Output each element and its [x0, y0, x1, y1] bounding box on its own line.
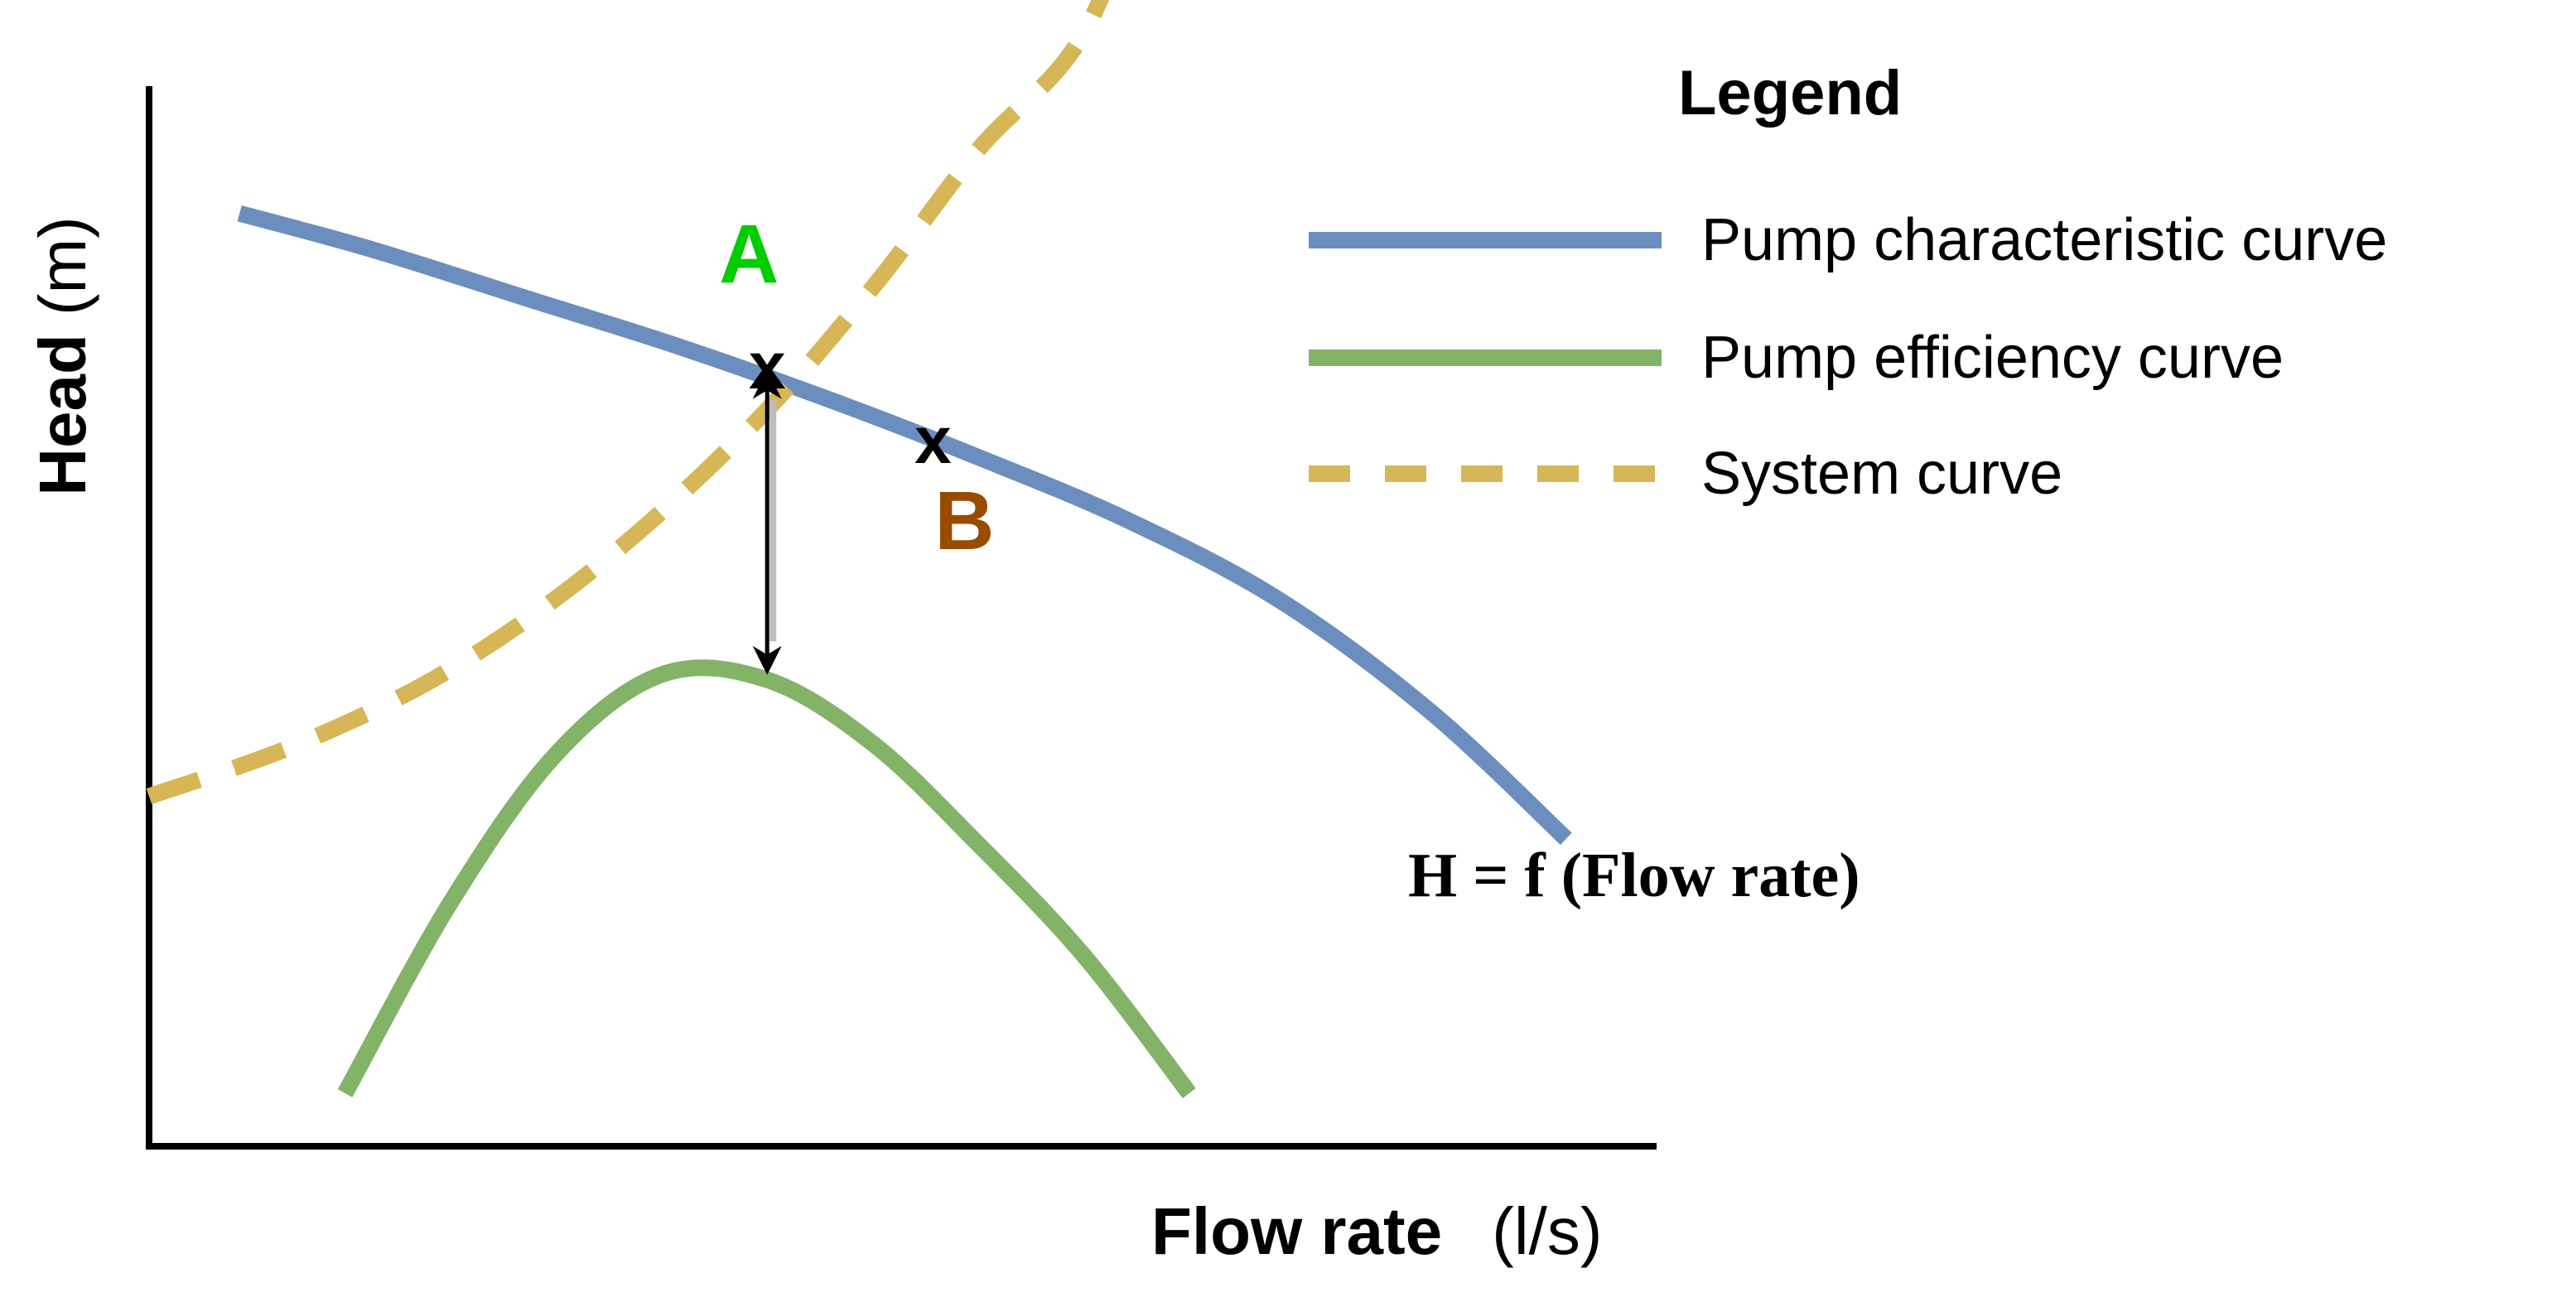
series-pump-characteristic-curve [237, 205, 1572, 846]
legend-title: Legend [1678, 58, 1902, 128]
legend-label-pump-characteristic-curve: Pump characteristic curve [1701, 207, 2387, 273]
legend-label-system-curve: System curve [1701, 441, 2062, 507]
efficiency-arrow [752, 369, 782, 675]
y-axis-label-unit: (m) [26, 216, 99, 316]
y-axis-label: Head (m) [26, 216, 99, 496]
curve-annotation: H = f (Flow rate) [1408, 841, 1860, 910]
point-b-label: B [934, 475, 994, 567]
x-axis-label-bold: Flow rate [1151, 1194, 1442, 1268]
series-pump-efficiency-curve [337, 659, 1196, 1099]
x-axis-label-unit: (l/s) [1492, 1194, 1602, 1268]
legend-label-pump-efficiency-curve: Pump efficiency curve [1701, 325, 2284, 391]
series-system-curve [146, 0, 1110, 805]
point-a-label: A [719, 208, 779, 301]
x-axis-label: Flow rate (l/s) [1151, 1194, 1602, 1268]
point-b-marker: x [914, 403, 952, 477]
y-axis-label-bold: Head [26, 334, 99, 496]
series-layer [146, 0, 1572, 1099]
point-a-marker: x [749, 329, 786, 403]
